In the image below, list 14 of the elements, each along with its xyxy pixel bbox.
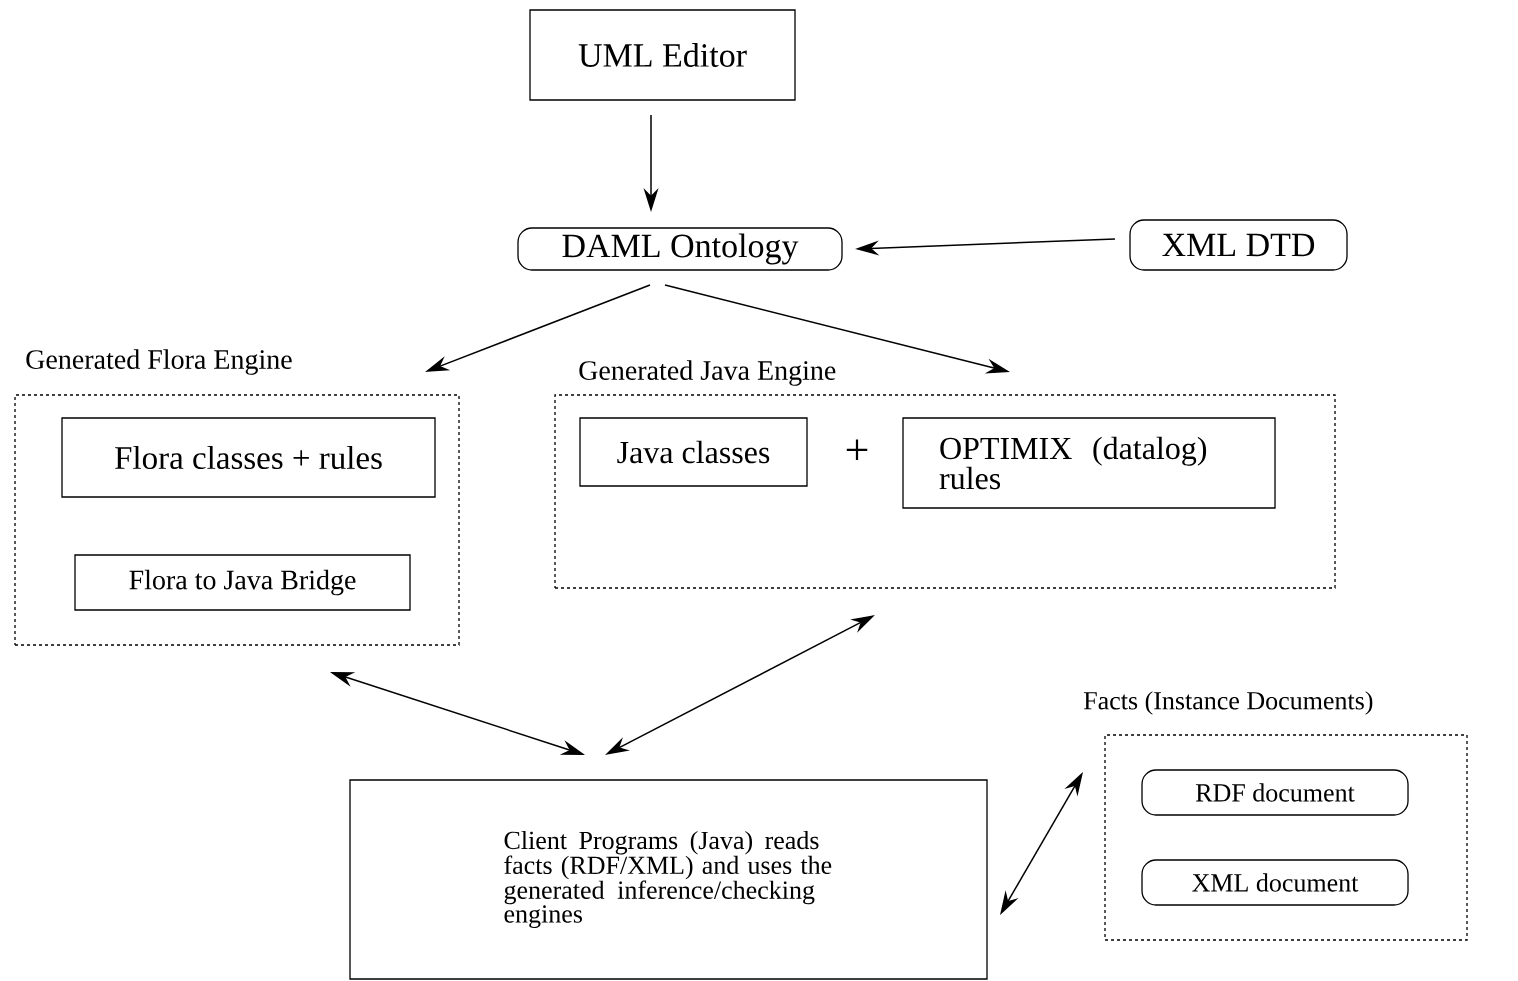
rounded-box: XML DTD xyxy=(1129,219,1348,271)
process-box: Flora classes + rules xyxy=(61,417,436,498)
process-box: Java classes xyxy=(579,417,808,487)
rounded-box: XML document xyxy=(1141,859,1409,906)
process-box: Flora to Java Bridge xyxy=(74,554,411,611)
node-label: Facts (Instance Documents) xyxy=(1083,691,1373,715)
plus-sign: + xyxy=(846,439,868,461)
node-label: Generated Flora Engine xyxy=(26,349,292,375)
process-box: UML Editor xyxy=(529,9,796,101)
process-box: OPTIMIX (datalog) rules xyxy=(902,417,1276,509)
process-box: Client Programs (Java) reads facts (RDF/XML) and uses the generated inference/checking engines xyxy=(349,779,988,980)
node-label: Generated Java Engine xyxy=(579,360,836,386)
rounded-box: DAML Ontology xyxy=(517,227,843,271)
rounded-box: RDF document xyxy=(1141,769,1409,816)
